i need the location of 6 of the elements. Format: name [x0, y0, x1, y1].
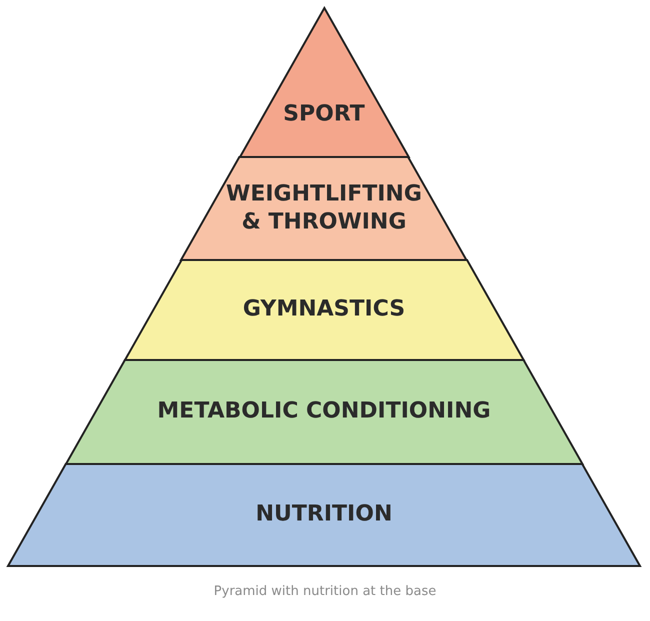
- tier-label: NUTRITION: [254, 500, 394, 529]
- tier-label: METABOLIC CONDITIONING: [156, 398, 492, 426]
- tier-label: GYMNASTICS: [242, 296, 406, 324]
- caption: Pyramid with nutrition at the base: [212, 584, 438, 599]
- tier-label: WEIGHTLIFTING & THROWING: [225, 180, 423, 236]
- tier-label: SPORT: [282, 100, 366, 129]
